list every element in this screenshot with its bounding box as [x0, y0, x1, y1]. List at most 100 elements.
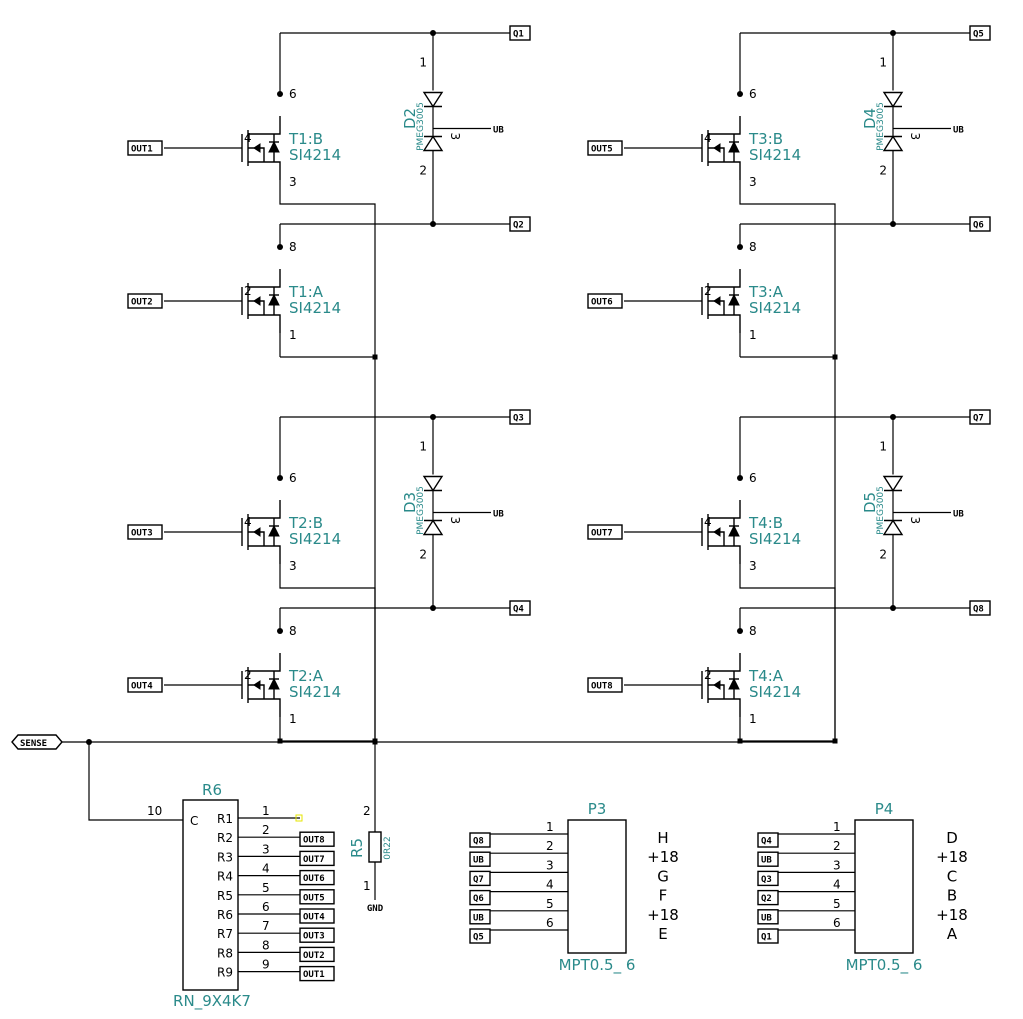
net-label: UB [757, 909, 779, 925]
p3-pin-number: 3 [546, 858, 554, 872]
net-label-box [469, 832, 491, 848]
net-label-text: Q5 [973, 30, 984, 40]
r6-pin-name: R1 [217, 812, 233, 826]
net-label-text: OUT5 [591, 145, 613, 155]
drain-pin-number: 6 [289, 87, 297, 101]
net-label-box [469, 909, 491, 925]
drain-stub [708, 269, 741, 288]
source-stub [248, 161, 281, 180]
transistor-value: SI4214 [289, 146, 341, 164]
net-label-text: OUT5 [303, 893, 325, 903]
net-label: OUT3 [299, 927, 335, 943]
net-label: UB [469, 909, 491, 925]
diode-lower [882, 135, 904, 152]
net-label-text: Q1 [761, 933, 772, 943]
p4-pin-label: C [947, 867, 957, 885]
gate-pin-number: 2 [244, 284, 252, 298]
r5-pin-bottom: 1 [363, 879, 371, 893]
diode-lower [882, 519, 904, 536]
gnd-label: GND [367, 904, 384, 914]
body-diode-triangle [268, 677, 280, 690]
net-label-text: Q6 [473, 894, 484, 904]
net-label-box [509, 409, 531, 425]
body-arrow [253, 527, 261, 537]
transistor-value: SI4214 [289, 530, 341, 548]
net-label: OUT3 [127, 524, 163, 540]
sense-net: SENSE [11, 734, 835, 821]
net-label-text: Q2 [513, 221, 524, 231]
diode-pin2: 2 [419, 548, 427, 562]
drain-pin-number: 6 [749, 471, 757, 485]
net-label-box [509, 600, 531, 616]
diode-lower [422, 519, 444, 536]
net-label-box [757, 889, 779, 906]
junction-dot [737, 244, 743, 250]
diode-upper [882, 475, 904, 492]
net-label-box [587, 524, 623, 540]
net-label: Q7 [969, 409, 991, 425]
diode-pin1: 1 [879, 440, 887, 454]
net-label-box [469, 928, 491, 944]
net-label: OUT8 [299, 831, 335, 847]
body-line [248, 300, 265, 315]
net-label: Q4 [509, 600, 531, 616]
p3-pin-label: +18 [647, 848, 679, 866]
net-label-text: OUT1 [131, 145, 153, 155]
diode-value: PMEG3005 [416, 486, 426, 535]
r6-pin-name: R9 [217, 966, 233, 980]
net-label-text: UB [473, 856, 484, 866]
drain-stub [248, 500, 281, 519]
net-label-text: Q2 [761, 894, 772, 904]
junction-dot [737, 475, 743, 481]
r6-pin-name: R5 [217, 889, 233, 903]
net-label-box [969, 25, 991, 41]
transistor-value: SI4214 [289, 683, 341, 701]
gate-pin-number: 4 [704, 131, 712, 145]
net-label-box [509, 216, 531, 232]
body-diode-triangle [728, 140, 740, 153]
net-label-box [299, 965, 335, 982]
r6-common-pin: 10 [147, 804, 162, 818]
net-label-text: Q3 [513, 414, 524, 424]
drain-stub [248, 269, 281, 288]
source-pin-number: 1 [749, 712, 757, 726]
net-label: OUT7 [587, 524, 623, 540]
diode-pin2: 2 [419, 164, 427, 178]
net-label-text: OUT1 [303, 970, 325, 980]
r6-pin-number: 2 [262, 823, 270, 837]
transistor-value: SI4214 [749, 299, 801, 317]
net-label-text: OUT2 [131, 298, 153, 308]
diode-ref: D3 [401, 492, 419, 513]
drain-pin-number: 8 [289, 624, 297, 638]
body-diode-triangle [728, 293, 740, 306]
diode-common-net: UB [493, 510, 504, 520]
junction-dot [737, 91, 743, 97]
drain-stub [708, 653, 741, 672]
body-arrow [713, 296, 721, 306]
net-label-box [469, 889, 491, 906]
net-label-box [299, 869, 335, 886]
diode-pin1: 1 [879, 56, 887, 70]
transistor-ref: T3:B [748, 130, 783, 148]
net-label-text: OUT8 [591, 682, 613, 692]
r5-body [368, 831, 382, 863]
diode-value: PMEG3005 [876, 486, 886, 535]
net-label: UB [469, 851, 491, 867]
body-arrow [713, 680, 721, 690]
gate-pin-number: 4 [244, 515, 252, 529]
net-label-box [757, 909, 779, 925]
r6-value: RN_9X4K7 [173, 992, 251, 1011]
diode-common-net: UB [953, 126, 964, 136]
body-arrow [713, 143, 721, 153]
body-arrow [253, 296, 261, 306]
junction-dot [277, 628, 283, 634]
p4-ref: P4 [875, 800, 894, 818]
transistor-ref: T4:A [748, 667, 784, 685]
